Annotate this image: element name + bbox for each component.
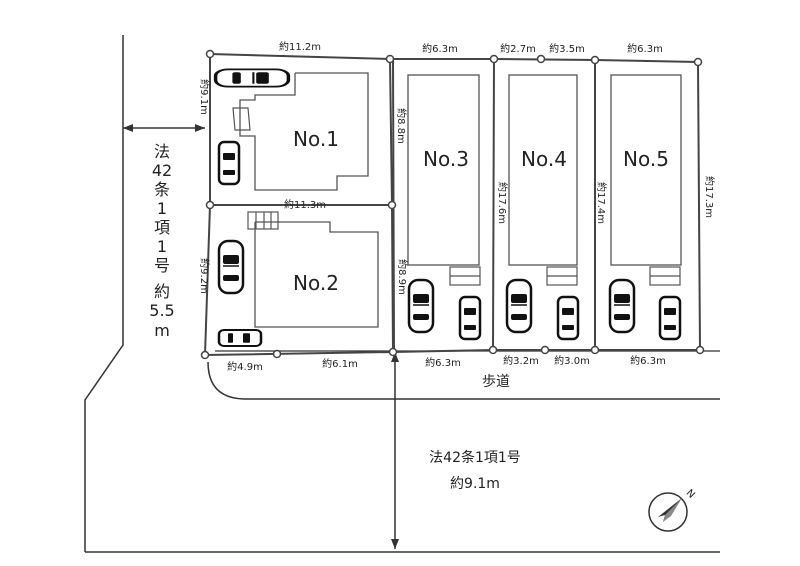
- dim-no4-top-a: 約2.7m: [500, 42, 536, 55]
- west-road-char: 法: [154, 142, 170, 161]
- south-road-label: 法42条1項1号: [429, 449, 521, 466]
- dim-no4-side: 約17.4m: [595, 182, 608, 224]
- sidewalk-edge: [207, 361, 720, 400]
- lot-label-no4: No.4: [521, 147, 567, 171]
- west-road-edge: [84, 35, 124, 552]
- car-icon: [217, 140, 241, 186]
- car-icon: [458, 295, 482, 341]
- dim-no2-bottom-b: 約6.1m: [322, 357, 358, 370]
- lot-label-no3: No.3: [423, 147, 469, 171]
- car-icon: [556, 295, 580, 341]
- compass-north-label: N: [684, 488, 697, 501]
- lot-label-no5: No.5: [623, 147, 669, 171]
- dim-no1-top: 約11.2m: [279, 40, 321, 53]
- dim-no3-bottom: 約6.3m: [425, 356, 461, 369]
- entry-steps: [232, 107, 681, 286]
- boundary-points: [200, 49, 705, 360]
- dim-no4-bottom-b: 約3.0m: [554, 354, 590, 367]
- dim-no2-bottom-a: 約4.9m: [227, 360, 263, 373]
- building-footprints: [239, 72, 682, 328]
- compass-icon: N: [648, 488, 697, 532]
- dim-no3-side: 約17.6m: [496, 182, 509, 224]
- car-icon: [217, 239, 245, 295]
- west-road-char: 条: [154, 180, 170, 199]
- lot-label-no1: No.1: [293, 127, 339, 151]
- west-road-label: 法 42 条 1 項 1 号 約 5.5 m: [149, 142, 174, 340]
- west-road-char: 5.5: [149, 301, 174, 320]
- dim-no2-right: 約8.9m: [396, 259, 409, 295]
- car-icon: [407, 278, 435, 334]
- dim-no3-top: 約6.3m: [422, 42, 458, 55]
- lot-label-no2: No.2: [293, 271, 339, 295]
- west-road-char: m: [154, 321, 170, 340]
- car-icon: [658, 295, 682, 341]
- dim-no4-bottom-a: 約3.2m: [503, 354, 539, 367]
- west-road-char: 号: [154, 256, 170, 275]
- car-icon: [505, 278, 533, 334]
- dim-no5-side: 約17.3m: [703, 176, 716, 218]
- dim-no1-right: 約8.8m: [395, 108, 408, 144]
- dim-no5-top: 約6.3m: [627, 42, 663, 55]
- sidewalk-label: 歩道: [482, 374, 510, 390]
- south-road-width: 約9.1m: [450, 476, 500, 492]
- west-road-char: 項: [154, 218, 170, 237]
- west-road-char: 42: [152, 161, 172, 180]
- car-icon: [213, 67, 291, 89]
- west-road-char: 1: [157, 199, 167, 218]
- car-icon: [608, 278, 636, 334]
- west-road-char: 1: [157, 237, 167, 256]
- dim-no4-top-b: 約3.5m: [549, 42, 585, 55]
- dim-no5-bottom: 約6.3m: [630, 354, 666, 367]
- west-road-char: 約: [154, 282, 170, 301]
- dim-no2-left: 約9.2m: [198, 258, 211, 294]
- dim-no2-top: 約11.3m: [284, 198, 326, 211]
- car-icon: [217, 328, 263, 348]
- dim-no1-left: 約9.1m: [198, 79, 211, 115]
